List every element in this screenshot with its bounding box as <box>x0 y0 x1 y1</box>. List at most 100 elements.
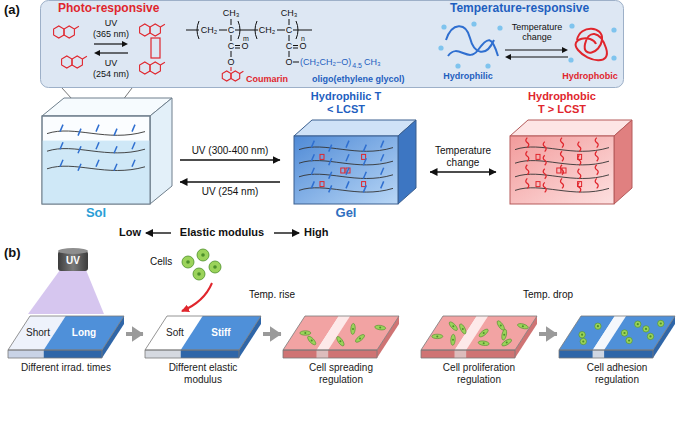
illustration-part <box>320 182 324 187</box>
illustration-part <box>145 350 239 358</box>
illustration-part <box>581 334 583 336</box>
illustration-part <box>421 316 537 350</box>
illustration-part <box>595 165 598 175</box>
illustration-part <box>329 172 332 179</box>
illustration-part <box>635 321 641 327</box>
cells-label: Cells <box>150 256 172 268</box>
hydrogel-slab: Cell adhesion regulation <box>559 310 675 392</box>
chem-group: CH₃ <box>223 8 240 18</box>
chem-group: CH₂ <box>259 25 276 35</box>
illustration-part <box>182 283 212 311</box>
illustration-part <box>503 334 505 336</box>
illustration-part <box>543 169 546 179</box>
illustration-part <box>346 141 349 148</box>
illustration-part <box>363 145 366 152</box>
illustration-part <box>293 62 299 63</box>
illustration-part <box>536 182 540 187</box>
hydrogel-slab: Cell proliferation regulation <box>421 310 537 392</box>
illustration-part <box>289 35 290 41</box>
hydrogel-slab: Different elastic modulus <box>145 310 261 392</box>
illustration-part <box>62 56 72 68</box>
illustration-part <box>377 316 399 358</box>
illustration-part <box>562 47 568 53</box>
illustration-part <box>329 185 332 192</box>
illustration-part <box>604 350 653 358</box>
chem-atom: C <box>286 25 293 35</box>
illustration-part <box>363 158 366 165</box>
illustration-part <box>328 350 377 358</box>
edge-label: Temp. rise <box>247 289 297 301</box>
illustration-part <box>102 316 124 358</box>
illustration-part <box>201 253 205 257</box>
illustration-part <box>132 125 135 132</box>
illustration-part <box>231 35 232 41</box>
chem-atom: O <box>241 41 248 51</box>
illustration-part <box>114 146 117 153</box>
illustration-part <box>653 316 675 358</box>
illustration-part <box>151 38 160 58</box>
illustration-part <box>140 24 150 36</box>
state-label: Hydrophilic <box>443 71 493 81</box>
panel-letter: (b) <box>4 246 21 261</box>
illustration-part <box>42 141 150 204</box>
chem-atom: O <box>285 57 292 67</box>
wavelength: (365 nm) <box>93 29 129 39</box>
chem-group: CH₃ <box>364 57 381 67</box>
illustration-part <box>559 350 653 358</box>
illustration-part <box>421 350 455 358</box>
illustration-part <box>44 316 124 350</box>
illustration-part <box>41 1 624 88</box>
illustration-part <box>432 334 443 338</box>
illustration-part <box>299 161 393 165</box>
illustration-part <box>658 320 664 326</box>
illustration-part <box>543 155 546 165</box>
illustration-part <box>452 325 454 327</box>
illustration-part <box>299 188 393 192</box>
illustration-part <box>150 62 160 74</box>
illustration-part <box>379 327 381 329</box>
illustration-part <box>362 154 366 159</box>
illustration-part <box>306 335 317 346</box>
illustration-part <box>500 325 502 327</box>
illustration-part <box>595 138 598 148</box>
uv-label: UV <box>105 58 118 68</box>
illustration-part <box>239 316 261 358</box>
illustration-part <box>317 350 328 358</box>
illustration-part <box>645 328 647 330</box>
illustration-part <box>197 21 199 39</box>
illustration-part <box>515 147 609 151</box>
illustration-part <box>78 164 81 171</box>
illustration-part <box>611 27 616 32</box>
illustration-part <box>140 62 150 74</box>
illustration-part <box>197 272 201 276</box>
node-text: Hydrophobic T > LCST <box>525 90 599 115</box>
illustration-part <box>649 335 651 337</box>
illustration-part <box>526 178 529 188</box>
illustration-part <box>576 29 607 61</box>
transition-label: Temperature change <box>502 22 572 43</box>
illustration-part <box>448 321 459 332</box>
reaction-arrow <box>430 171 496 172</box>
illustration-part <box>300 331 311 335</box>
edge-label: Temperature change <box>426 145 500 168</box>
illustration-part <box>64 26 74 38</box>
node-text: Photo-responsive <box>58 2 208 16</box>
illustration-part <box>363 172 366 179</box>
illustration-part <box>506 342 508 344</box>
illustration-part <box>462 328 464 330</box>
illustration-part <box>446 26 494 52</box>
illustration-part <box>293 45 298 46</box>
gel-cube: Hydrophilic T < LCSTGel <box>282 90 428 224</box>
wavelength: (254 nm) <box>93 69 129 79</box>
chem-atom: C <box>228 41 235 51</box>
illustration-part <box>522 325 524 327</box>
illustration-part <box>381 168 384 175</box>
illustration-part <box>483 342 485 344</box>
illustration-part <box>320 154 324 159</box>
step-arrow <box>539 332 557 336</box>
illustration-part <box>47 149 145 153</box>
illustration-part <box>354 333 365 343</box>
region-label: Stiff <box>211 327 230 339</box>
illustration-part <box>311 168 314 175</box>
illustration-part <box>231 71 240 81</box>
